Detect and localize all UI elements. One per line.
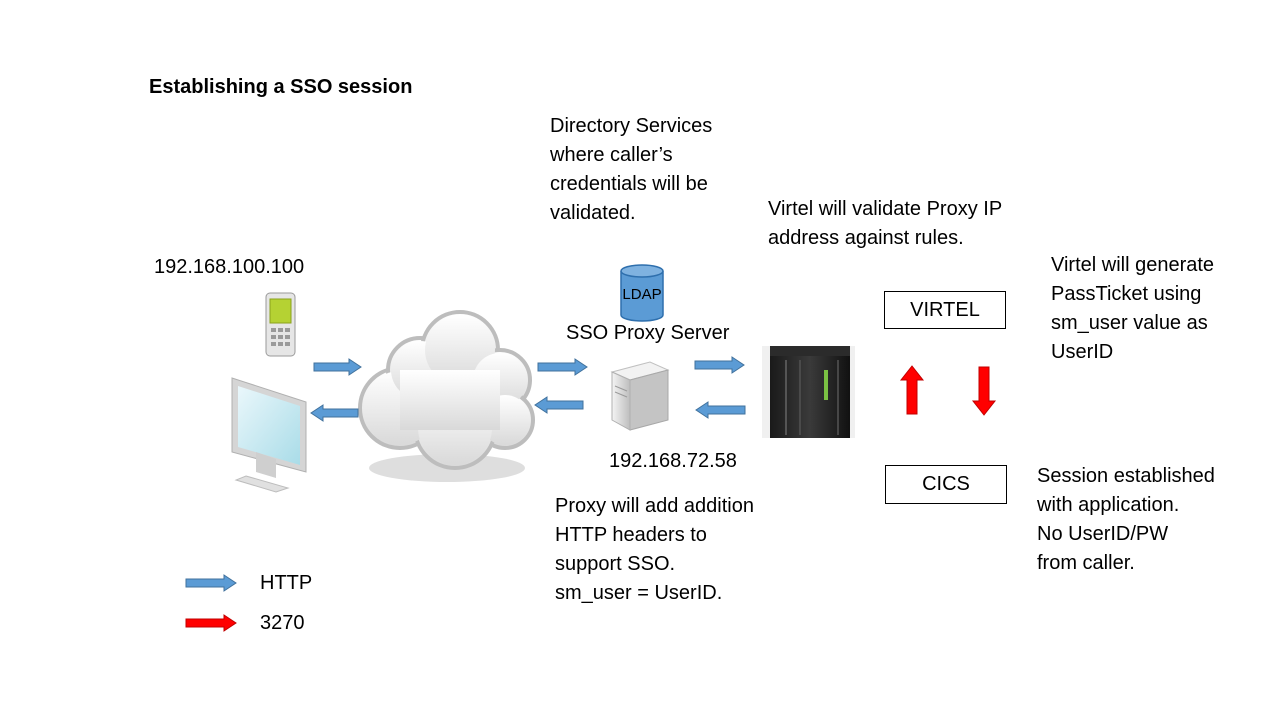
virtel-box: VIRTEL [884, 291, 1006, 329]
note-line: Proxy will add addition [555, 495, 754, 517]
tn3270-arrow-up [899, 365, 925, 415]
legend-3270-label: 3270 [260, 612, 305, 634]
legend-3270-arrow [185, 614, 237, 632]
note-line: with application. [1037, 494, 1180, 516]
ldap-label: LDAP [622, 286, 662, 303]
virtel-generate-note: Virtel will generate PassTicket using sm… [1051, 251, 1214, 367]
note-line: UserID [1051, 341, 1114, 363]
note-line: address against rules. [768, 227, 964, 249]
proxy-server-icon [610, 361, 670, 431]
note-line: No UserID/PW [1037, 523, 1169, 545]
note-line: sm_user value as [1051, 312, 1208, 334]
legend-http-label: HTTP [260, 572, 313, 594]
note-line: validated. [550, 202, 636, 224]
directory-services-note: Directory Services where caller’s creden… [550, 112, 712, 228]
note-line: where caller’s [550, 144, 673, 166]
ldap-database-icon [620, 264, 664, 322]
http-arrow-cloud-to-proxy [537, 358, 588, 376]
http-arrow-proxy-to-mainframe [694, 356, 745, 374]
legend-http-arrow [185, 574, 237, 592]
http-arrow-mainframe-to-proxy [695, 401, 746, 419]
internet-cloud-icon [358, 310, 535, 482]
note-line: sm_user = UserID. [555, 582, 723, 604]
tn3270-arrow-down [971, 366, 997, 416]
note-line: from caller. [1037, 552, 1135, 574]
proxy-headers-note: Proxy will add addition HTTP headers to … [555, 492, 754, 608]
note-line: credentials will be [550, 173, 708, 195]
mobile-phone-icon [265, 292, 296, 357]
virtel-validate-note: Virtel will validate Proxy IP address ag… [768, 195, 1002, 253]
note-line: Virtel will generate [1051, 254, 1215, 276]
desktop-computer-icon [231, 377, 307, 493]
note-line: Directory Services [550, 115, 713, 137]
note-line: Virtel will validate Proxy IP [768, 198, 1003, 220]
note-line: HTTP headers to [555, 524, 707, 546]
client-ip-address: 192.168.100.100 [154, 256, 305, 278]
cics-box: CICS [885, 465, 1007, 504]
session-established-note: Session established with application. No… [1037, 462, 1215, 578]
note-line: Session established [1037, 465, 1215, 487]
note-line: support SSO. [555, 553, 676, 575]
http-arrow-cloud-to-client [310, 404, 359, 422]
proxy-ip-address: 192.168.72.58 [609, 450, 737, 472]
diagram-title: Establishing a SSO session [149, 76, 413, 98]
http-arrow-proxy-to-cloud [534, 396, 584, 414]
sso-proxy-server-label: SSO Proxy Server [566, 322, 730, 344]
http-arrow-client-to-cloud [313, 358, 362, 376]
mainframe-icon [762, 346, 855, 438]
note-line: PassTicket using [1051, 283, 1202, 305]
